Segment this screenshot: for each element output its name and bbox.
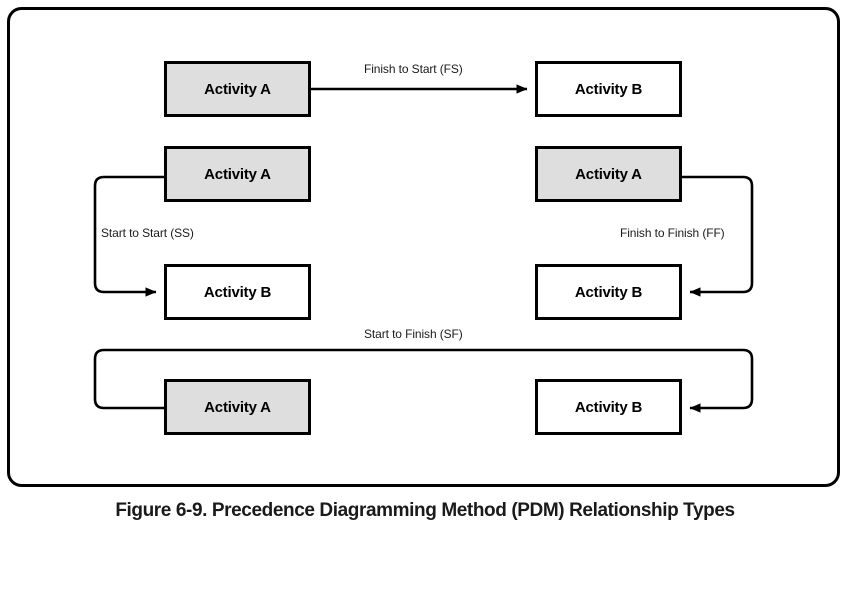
- node-ss-activity-a[interactable]: Activity A: [164, 146, 311, 202]
- node-sf-activity-b[interactable]: Activity B: [535, 379, 682, 435]
- edge-label-fs: Finish to Start (FS): [364, 62, 463, 76]
- node-ss-activity-b[interactable]: Activity B: [164, 264, 311, 320]
- node-ff-activity-a[interactable]: Activity A: [535, 146, 682, 202]
- connector-ff: [682, 175, 754, 297]
- edge-label-sf: Start to Finish (SF): [364, 327, 463, 341]
- node-sf-activity-a[interactable]: Activity A: [164, 379, 311, 435]
- edge-label-ss: Start to Start (SS): [101, 226, 194, 240]
- node-label: Activity A: [204, 80, 271, 98]
- node-fs-activity-b[interactable]: Activity B: [535, 61, 682, 117]
- node-label: Activity A: [204, 165, 271, 183]
- connector-ss: [93, 175, 164, 297]
- node-label: Activity B: [574, 283, 643, 301]
- node-label: Activity B: [203, 283, 272, 301]
- node-fs-activity-a[interactable]: Activity A: [164, 61, 311, 117]
- node-label: Activity B: [574, 80, 643, 98]
- node-ff-activity-b[interactable]: Activity B: [535, 264, 682, 320]
- figure-frame: [7, 7, 840, 487]
- node-label: Activity A: [575, 165, 642, 183]
- connector-sf: [93, 348, 754, 413]
- node-label: Activity A: [204, 398, 271, 416]
- edge-label-ff: Finish to Finish (FF): [620, 226, 725, 240]
- figure-caption: Figure 6-9. Precedence Diagramming Metho…: [115, 500, 735, 521]
- node-label: Activity B: [574, 398, 643, 416]
